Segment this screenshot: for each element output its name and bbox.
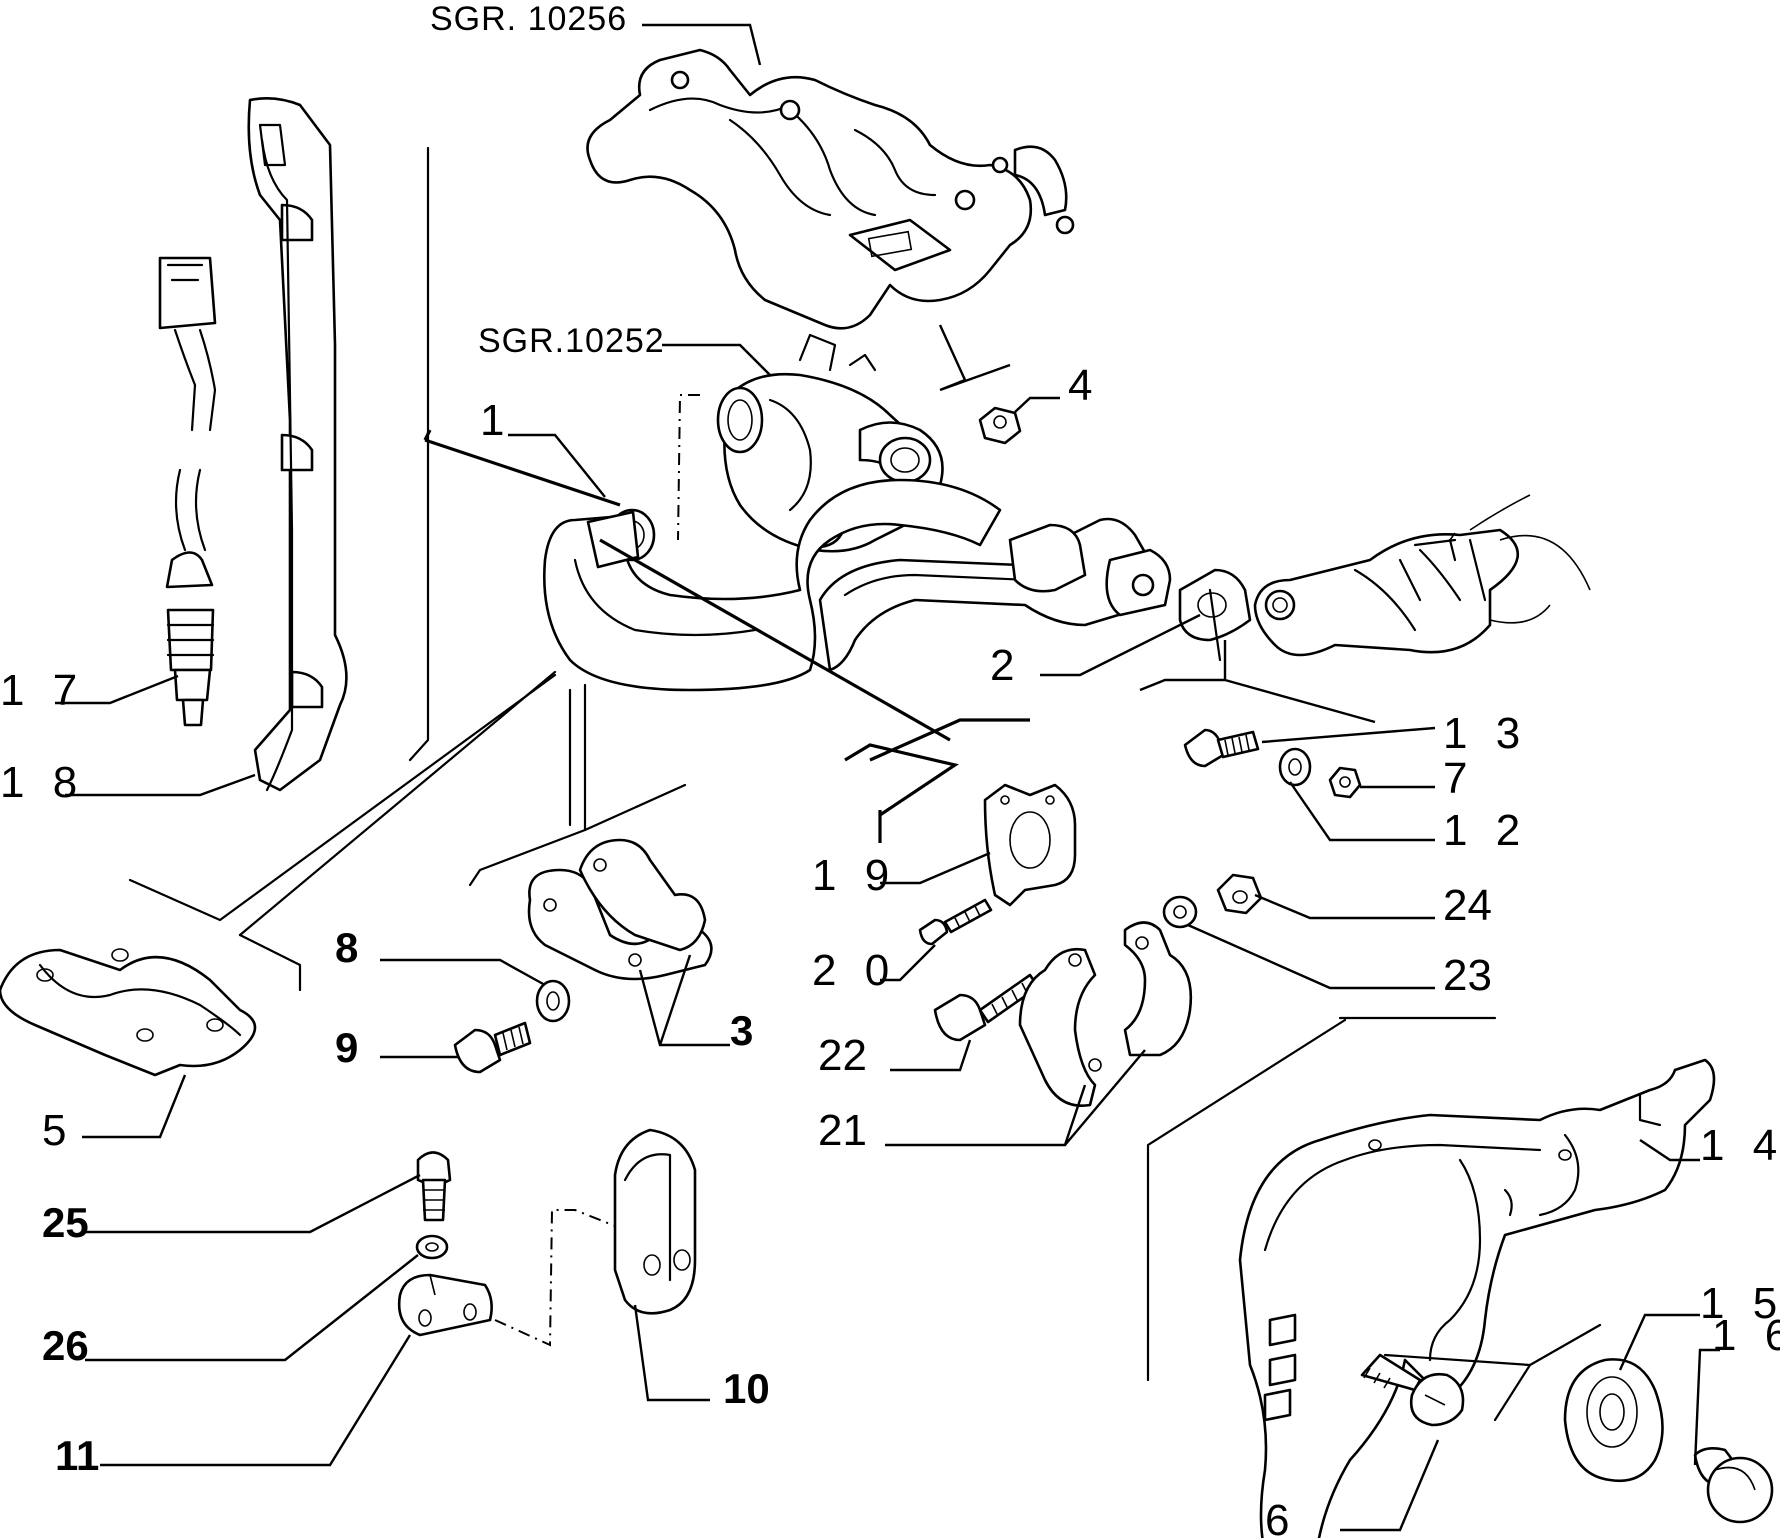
label-16: 1 6	[1712, 1311, 1780, 1360]
label-23: 23	[1443, 951, 1492, 1000]
part-7-nut	[1328, 766, 1362, 799]
part-15-grommet	[1563, 1358, 1664, 1483]
label-21: 21	[818, 1106, 867, 1155]
exhaust-manifold	[586, 48, 1075, 330]
label-11: 11	[55, 1432, 99, 1479]
ref-sgr-10256: SGR. 10256	[430, 0, 627, 38]
part-12-washer	[1278, 747, 1312, 787]
part-3-clamp	[527, 838, 713, 981]
label-4: 4	[1068, 361, 1092, 410]
part-24-nut	[1216, 873, 1263, 915]
label-12: 1 2	[1443, 806, 1528, 855]
label-10: 10	[723, 1365, 770, 1412]
label-1: 1	[480, 396, 504, 445]
part-5-heat-plate	[0, 948, 257, 1077]
label-7: 7	[1443, 754, 1467, 803]
catalyst-pipe	[818, 517, 1172, 672]
part-17-sensor	[158, 256, 217, 727]
label-5: 5	[42, 1106, 66, 1155]
part-26-washer	[415, 1234, 449, 1260]
part-22-bolt	[933, 973, 1040, 1042]
label-25: 25	[42, 1199, 89, 1246]
part-4-nut	[978, 406, 1022, 445]
label-20: 2 0	[812, 946, 897, 995]
ref-sgr-10252: SGR.10252	[478, 322, 665, 360]
label-22: 22	[818, 1031, 867, 1080]
part-16-clip	[1693, 1447, 1774, 1524]
silencer	[1253, 528, 1591, 657]
part-6-bolt	[1360, 1353, 1465, 1427]
label-24: 24	[1443, 881, 1492, 930]
label-6: 6	[1265, 1496, 1289, 1538]
part-11-bracket	[397, 1273, 493, 1337]
part-10-support	[613, 1128, 697, 1315]
part-14-cover	[1238, 1058, 1716, 1538]
part-19-clamp-ring	[983, 783, 1077, 907]
label-14: 1 4	[1700, 1121, 1780, 1170]
part-25-bolt	[416, 1151, 452, 1222]
label-9: 9	[335, 1024, 358, 1071]
label-15: 1 5	[1700, 1279, 1780, 1328]
part-23-washer	[1162, 895, 1198, 929]
part-9-bolt	[453, 1021, 532, 1074]
label-17: 1 7	[0, 666, 85, 715]
part-18-shield-strip	[247, 97, 348, 792]
part-2-gasket	[1178, 568, 1252, 642]
label-18: 1 8	[0, 758, 85, 807]
label-3: 3	[730, 1007, 753, 1054]
label-26: 26	[42, 1322, 89, 1369]
part-21-clamp-halves	[1018, 921, 1193, 1108]
label-13: 1 3	[1443, 709, 1528, 758]
label-2: 2	[990, 641, 1014, 690]
part-13-bolt	[1183, 728, 1260, 768]
label-19: 1 9	[812, 851, 897, 900]
turbo-pump	[716, 333, 944, 553]
part-8-washer	[535, 979, 571, 1023]
part-20-screw	[918, 898, 993, 946]
label-8: 8	[335, 924, 358, 971]
